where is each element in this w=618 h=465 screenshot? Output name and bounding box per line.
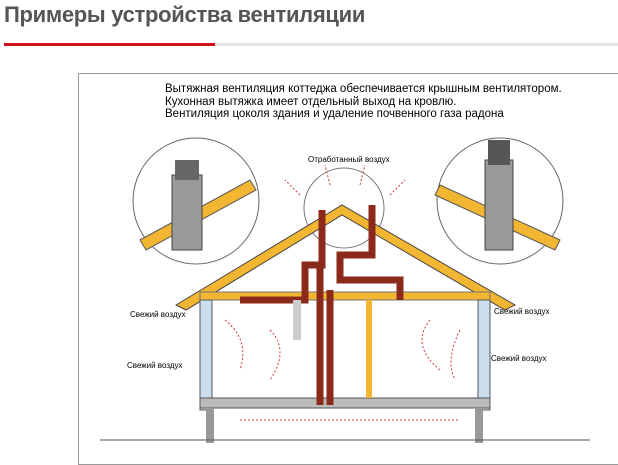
floor-slab — [199, 397, 491, 409]
page-title: Примеры устройства вентиляции — [4, 2, 366, 27]
exhaust-ducts — [240, 205, 404, 405]
caption-line: Вентиляция цоколя здания и удаление почв… — [165, 108, 504, 120]
ventilation-diagram — [100, 137, 590, 443]
right-wall — [477, 299, 491, 411]
caption-line: Вытяжная вентиляция коттеджа обеспечивае… — [165, 83, 562, 95]
caption-line: Кухонная вытяжка имеет отдельный выход н… — [165, 95, 457, 108]
left-wall — [199, 299, 213, 411]
fresh-air-label-left-top: Свежий воздух — [130, 310, 186, 319]
title-underline-accent — [4, 43, 215, 46]
fresh-air-label-right-top: Свежий воздух — [494, 307, 550, 316]
fresh-air-label-left-bottom: Свежий воздух — [127, 361, 183, 370]
title-underline — [4, 43, 618, 46]
diagram-caption: Вытяжная вентиляция коттеджа обеспечивае… — [165, 83, 562, 121]
fresh-air-label-right-bottom: Свежий воздух — [491, 354, 547, 363]
roof — [174, 204, 517, 311]
exhaust-air-label: Отработанный воздух — [308, 155, 390, 164]
airflow-arrows — [224, 164, 461, 421]
